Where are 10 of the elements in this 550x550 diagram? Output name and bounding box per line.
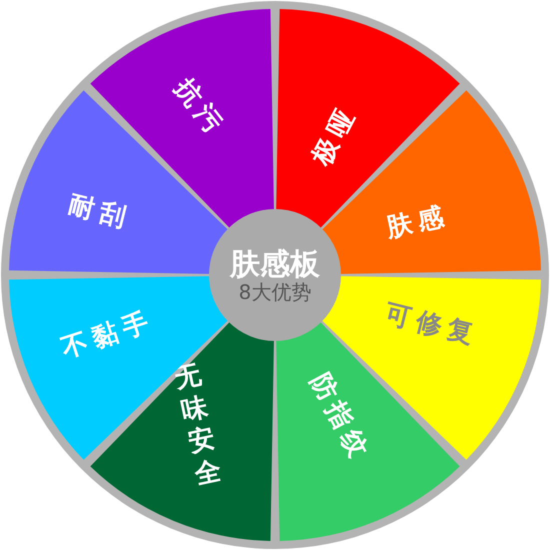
segment-label: 肤感 [384,202,452,242]
segment-label: 耐刮 [66,192,134,232]
segment-label: 防指纹 [306,370,374,466]
center-subtitle: 8大优势 [238,280,312,302]
segment-label: 无味安全 [172,358,224,492]
segment-label: 极哑 [308,100,362,170]
segment-label: 不黏手 [58,308,158,362]
center-title: 肤感板 [230,248,320,280]
segment-label: 抗污 [170,74,230,142]
segment-label: 可修复 [382,300,482,350]
